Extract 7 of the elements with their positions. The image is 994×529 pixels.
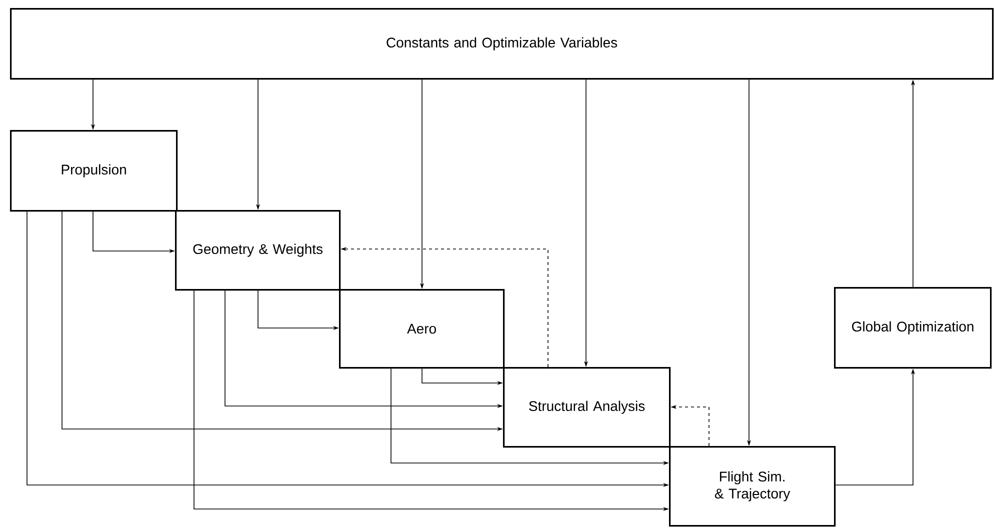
process-box: Geometry & Weights (175, 210, 341, 291)
process-box: Aero (339, 289, 505, 369)
process-box: Global Optimization (834, 287, 992, 369)
process-box: Propulsion (10, 130, 178, 212)
process-box: Constants and Optimizable Variables (10, 8, 994, 80)
process-box: Structural Analysis (503, 367, 671, 448)
process-box: Flight Sim. & Trajectory (669, 446, 836, 527)
